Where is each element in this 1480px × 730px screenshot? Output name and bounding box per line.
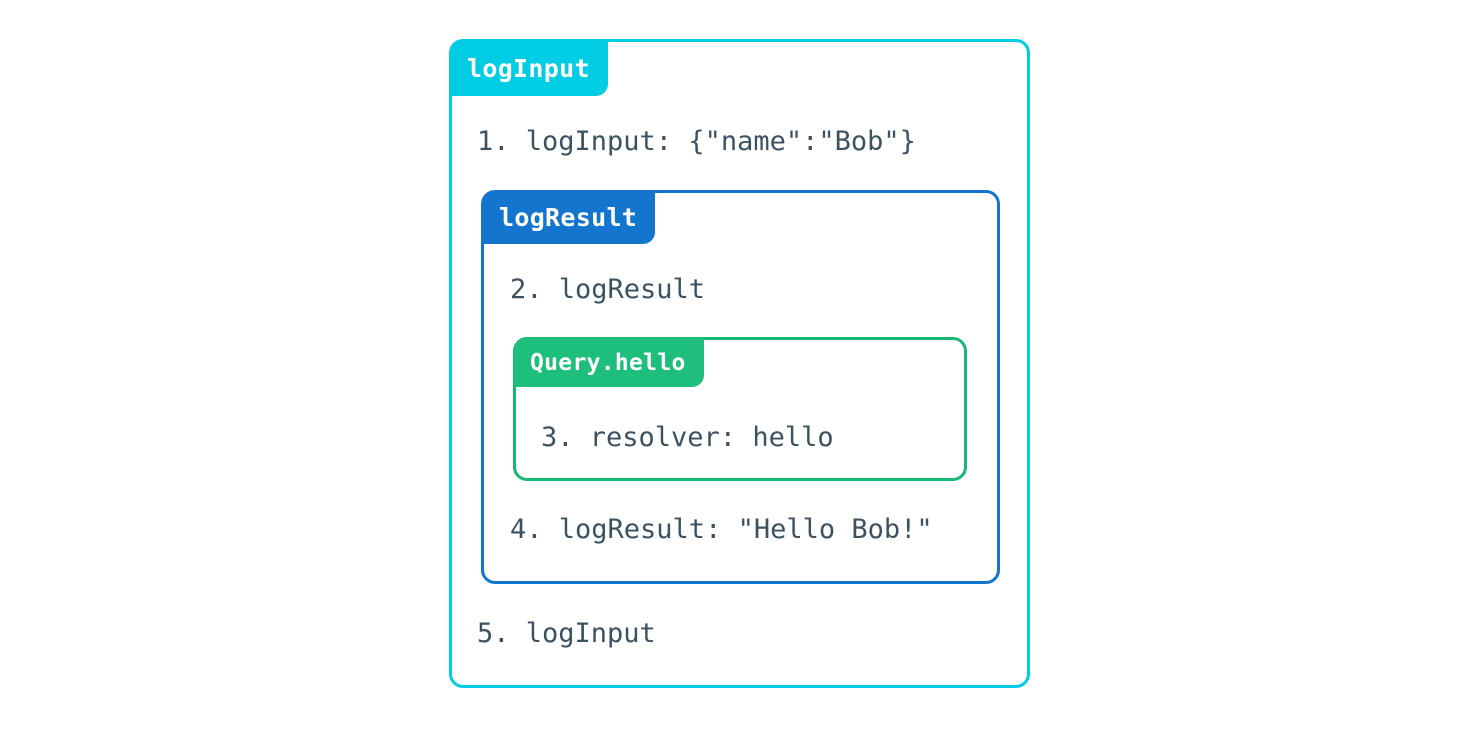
trace-box-query-hello: Query.hello	[513, 337, 967, 481]
trace-line-5: 5. logInput	[477, 618, 656, 649]
trace-line-4: 4. logResult: "Hello Bob!"	[510, 514, 933, 545]
trace-line-1: 1. logInput: {"name":"Bob"}	[477, 126, 916, 157]
badge-log-result: logResult	[482, 191, 656, 244]
badge-query-hello: Query.hello	[514, 338, 704, 387]
badge-log-input: logInput	[450, 40, 608, 96]
trace-line-3: 3. resolver: hello	[541, 422, 834, 453]
trace-line-2: 2. logResult	[510, 274, 706, 305]
